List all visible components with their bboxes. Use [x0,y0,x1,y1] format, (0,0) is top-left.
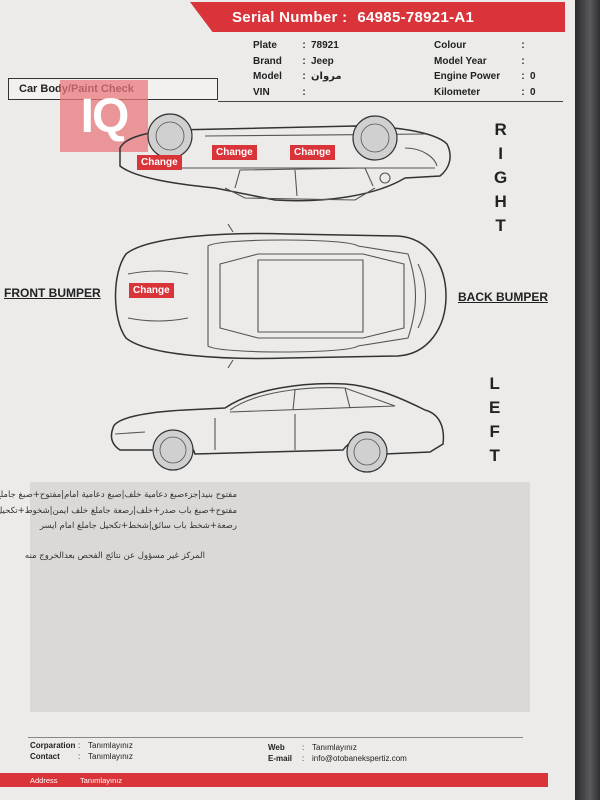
right-letter-4: H [494,192,507,211]
engine-power-value: 0 [530,71,536,83]
left-letter-1: L [489,374,500,393]
inspection-sheet: Serial Number : 64985-78921-A1 Plate : 7… [0,0,575,800]
footer-corporation: Corparation: Tanımlayınız [30,741,133,750]
contact-value: Tanımlayınız [88,752,133,761]
info-row-engine-power: Engine Power : 0 [434,69,536,85]
web-label: Web [268,743,285,752]
plate-label: Plate [253,40,277,52]
info-row-model: Model : مروان [253,69,342,85]
info-row-kilometer: Kilometer : 0 [434,85,536,101]
back-bumper-label: BACK BUMPER [458,290,548,304]
notes-area [30,482,530,712]
info-row-model-year: Model Year : [434,54,536,70]
serial-value: 64985-78921-A1 [357,8,475,26]
left-letter-2: E [489,398,501,417]
corporation-separator: : [78,741,81,750]
change-tag-front-door-right: Change [212,145,257,160]
iq-logo: IQ [60,80,148,152]
footer-web: Web: Tanımlayınız [268,743,357,752]
footer-email: E-mail: info@otobanekspertiz.com [268,754,407,763]
model-separator: : [302,71,306,83]
model-year-label: Model Year [434,55,487,67]
change-tag-rear-door-right: Change [290,145,335,160]
plate-value: 78921 [311,40,339,52]
serial-number-bar: Serial Number : 64985-78921-A1 [190,2,565,32]
brand-value: Jeep [311,55,334,67]
vin-label: VIN [253,86,270,98]
header-divider [218,101,563,102]
car-left-side-view [110,382,445,473]
left-side-label: L E F T [489,374,500,466]
model-label: Model [253,71,282,83]
corporation-value: Tanımlayınız [88,741,133,750]
kilometer-separator: : [521,86,525,98]
left-letter-4: T [489,446,500,465]
vehicle-info-left: Plate : 78921 Brand : Jeep Model : مروان… [253,38,342,100]
footer-divider [28,737,523,738]
footer-contact: Contact: Tanımlayınız [30,752,133,761]
info-row-vin: VIN : [253,85,342,101]
note-line-1: مفتوح بنيد|جزءصبغ دعامية خلف|صبغ دعامية … [0,490,237,500]
model-value: مروان [311,71,342,83]
change-tag-hood: Change [129,283,174,298]
right-letter-1: R [494,120,507,139]
right-letter-3: G [494,168,508,187]
note-line-2: مفتوح+صبغ باب صدر+خلف|رصعة جاملغ خلف ايم… [0,506,237,516]
info-row-plate: Plate : 78921 [253,38,342,54]
colour-label: Colour [434,40,467,52]
kilometer-value: 0 [530,86,536,98]
right-side-label: R I G H T [494,120,507,236]
engine-power-separator: : [521,71,525,83]
car-top-view [114,224,447,369]
front-bumper-label: FRONT BUMPER [4,286,101,300]
kilometer-label: Kilometer [434,86,481,98]
info-row-colour: Colour : [434,38,536,54]
model-year-separator: : [521,55,525,67]
note-line-3: رصعة+شخط باب سائق|شخط+تكحيل جاملغ امام ا… [39,521,237,531]
right-letter-2: I [498,144,503,163]
vin-separator: : [302,86,306,98]
right-letter-5: T [495,216,506,235]
address-value: Tanımlayınız [80,775,123,785]
contact-separator: : [78,752,81,761]
brand-separator: : [302,55,306,67]
address-label: Address [30,775,58,785]
car-right-side-view [119,113,451,202]
email-label: E-mail [268,754,293,763]
plate-separator: : [302,40,306,52]
colour-separator: : [521,40,525,52]
left-letter-3: F [489,422,500,441]
change-tag-front-right: Change [137,155,182,170]
corporation-label: Corparation [30,741,76,750]
disclaimer: المركز غير مسؤول عن نتائج الفحص بعدالخرو… [24,551,205,561]
background-edge [575,0,600,800]
address-bar: Address Tanımlayınız [0,773,548,787]
web-separator: : [302,743,305,752]
engine-power-label: Engine Power [434,71,501,83]
logo-text: IQ [80,89,130,143]
brand-label: Brand [253,55,282,67]
contact-label: Contact [30,752,60,761]
email-separator: : [302,754,305,763]
web-value: Tanımlayınız [312,743,357,752]
email-value: info@otobanekspertiz.com [312,754,407,763]
serial-label: Serial Number : [232,8,348,26]
info-row-brand: Brand : Jeep [253,54,342,70]
vehicle-info-right: Colour : Model Year : Engine Power : 0 K… [434,38,536,100]
